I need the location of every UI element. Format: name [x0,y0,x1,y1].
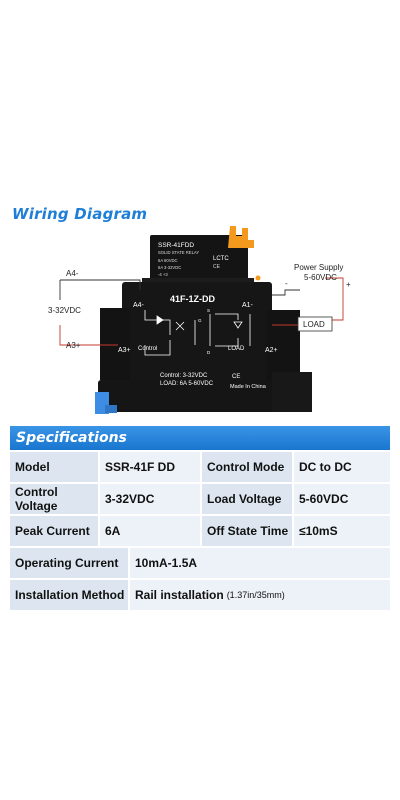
label-pins: -4 +3 [158,272,168,277]
body-code: 41F-1Z-DD [170,294,216,304]
label-brand: LCTC [213,256,229,262]
body-load: LOAD [228,346,245,352]
wire-power-supply: Power Supply [294,263,343,272]
load-box [297,316,333,332]
install-note: (1.37in/35mm) [226,590,285,600]
spec-row: Operating Current 10mA-1.5A [10,548,390,578]
wiring-diagram-heading: Wiring Diagram [12,205,148,223]
spec-value: ≤10mS [294,516,390,546]
internal-circuit [144,310,251,356]
body-made-in: Made In China [230,384,267,390]
wire-a4: A4- [66,269,79,278]
label-line1: 6A 60VDC [158,258,178,263]
pin-a2: A2+ [265,347,278,354]
wire-minus: - [285,279,288,288]
spec-row: Model SSR-41F DD Control Mode DC to DC [10,452,390,482]
relay-right-wing [266,310,300,380]
spec-value: Rail installation (1.37in/35mm) [130,580,390,610]
specifications-heading: Specifications [10,426,390,450]
spec-value: 3-32VDC [100,484,200,514]
pin-a1: A1- [242,302,254,309]
relay-right-foot [272,372,312,412]
install-value: Rail installation [135,588,224,602]
body-control: Control [138,346,157,352]
relay-left-wing [100,308,130,380]
wire-input-voltage: 3-32VDC [48,306,81,315]
pin-a4: A4- [133,302,145,309]
spec-value: 10mA-1.5A [130,548,390,578]
specifications-table: Model SSR-41F DD Control Mode DC to DC C… [10,452,390,612]
spec-row: Installation Method Rail installation (1… [10,580,390,610]
relay-main-body [122,282,272,412]
body-spec-control: Control: 3-32VDC [160,373,208,379]
label-line2: 6A 3-32VDC [158,265,181,270]
spec-row: Peak Current 6A Off State Time ≤10mS [10,516,390,546]
spec-key: Control Voltage [10,484,98,514]
svg-text:G: G [198,318,202,323]
spec-key: Model [10,452,98,482]
wire-a3: A3+ [66,341,81,350]
svg-text:D: D [207,350,211,355]
spec-value: DC to DC [294,452,390,482]
orange-clip-icon [228,226,254,248]
wire-output-voltage: 5-60VDC [304,273,337,282]
wire-plus: + [346,280,351,289]
spec-value: 6A [100,516,200,546]
relay-wiring-diagram: SSR-41FDD SOLID STATE RELAY 6A 60VDC 6A … [48,226,351,414]
spec-key: Peak Current [10,516,98,546]
external-wiring [59,277,344,346]
spec-key: Installation Method [10,580,128,610]
spec-value: 5-60VDC [294,484,390,514]
body-mark: CE [232,374,240,380]
spec-key: Off State Time [202,516,292,546]
load-box-label: LOAD [303,320,325,329]
label-mark: CE [213,264,221,270]
spec-value: SSR-41F DD [100,452,200,482]
label-type: SOLID STATE RELAY [158,250,199,255]
spec-key: Load Voltage [202,484,292,514]
spec-key: Operating Current [10,548,128,578]
svg-text:S: S [207,308,210,313]
body-spec-load: LOAD: 6A 5-60VDC [160,381,214,387]
label-model: SSR-41FDD [158,242,194,249]
pin-a3: A3+ [118,347,131,354]
spec-key: Control Mode [202,452,292,482]
spec-row: Control Voltage 3-32VDC Load Voltage 5-6… [10,484,390,514]
relay-base [98,380,312,412]
